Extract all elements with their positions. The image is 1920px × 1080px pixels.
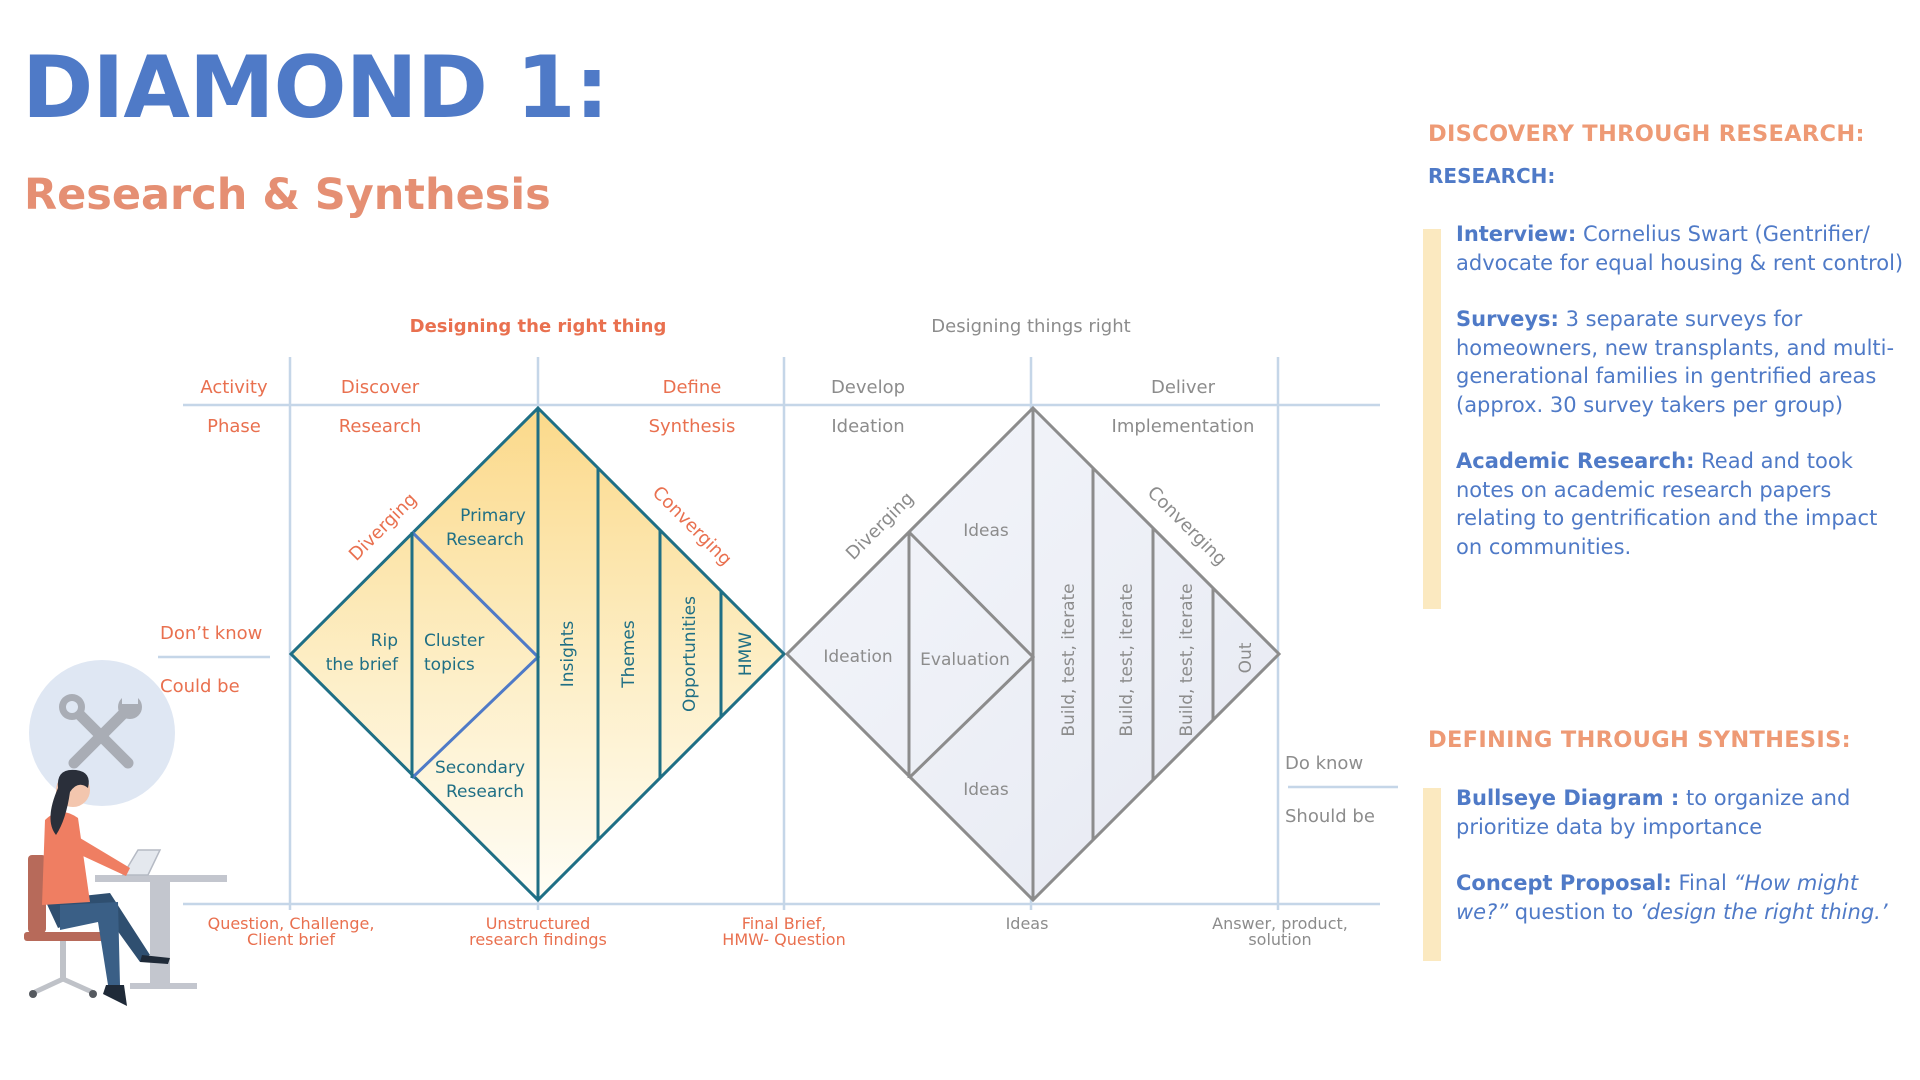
bottom-unstructured-line1: Unstructured — [486, 914, 591, 933]
d1-col-insights: Insights — [558, 621, 578, 688]
bullseye-label: Bullseye Diagram : — [1456, 786, 1680, 810]
academic-text: Read and took notes on academic research… — [1456, 449, 1878, 559]
d2-col-build-3: Build, test, iterate — [1177, 583, 1197, 736]
concept-paragraph: Concept Proposal: Final “How might we?” … — [1456, 869, 1906, 926]
concept-text-2: question to — [1508, 899, 1640, 924]
bottom-ideas: Ideas — [1006, 914, 1049, 933]
bottom-answer-line2: solution — [1248, 930, 1311, 949]
diamond-develop-deliver — [784, 405, 1282, 903]
label-designing-things-right: Designing things right — [931, 316, 1130, 337]
d1-col-hmw: HMW — [736, 632, 756, 676]
phase-synthesis: Synthesis — [649, 416, 736, 437]
d1-cluster-line1: Cluster — [424, 631, 484, 651]
d2-evaluation: Evaluation — [920, 650, 1010, 670]
activity-develop: Develop — [831, 377, 905, 398]
diamond-discover-define — [288, 405, 787, 903]
bullseye-text: to organize and prioritize data by impor… — [1456, 786, 1851, 839]
label-phase: Phase — [207, 416, 261, 437]
d2-col-build-2: Build, test, iterate — [1117, 583, 1137, 736]
double-diamond-diagram: Designing the right thing Designing thin… — [24, 316, 1398, 1006]
interview-paragraph: Interview: Cornelius Swart (Gentrifier/ … — [1456, 220, 1906, 277]
bottom-answer-line1: Answer, product, — [1212, 914, 1348, 933]
phase-ideation: Ideation — [831, 416, 904, 437]
interview-text: Cornelius Swart (Gentrifier/ advocate fo… — [1456, 222, 1904, 275]
d1-cluster-line2: topics — [424, 655, 475, 675]
discovery-accent-bar — [1423, 229, 1441, 609]
label-could-be: Could be — [160, 676, 240, 697]
d2-ideation: Ideation — [823, 647, 892, 667]
label-should-be: Should be — [1285, 806, 1375, 827]
discovery-block: Interview: Cornelius Swart (Gentrifier/ … — [1456, 220, 1906, 589]
activity-deliver: Deliver — [1151, 377, 1216, 398]
activity-discover: Discover — [341, 377, 420, 398]
activity-define: Define — [663, 377, 722, 398]
label-do-know: Do know — [1285, 753, 1363, 774]
d1-col-themes: Themes — [619, 620, 639, 689]
d2-col-build-1: Build, test, iterate — [1059, 583, 1079, 736]
phase-research: Research — [339, 416, 422, 437]
woman-at-desk-illustration — [24, 769, 227, 1006]
d1-col-opportunities: Opportunities — [680, 596, 700, 712]
d2-ideas-top: Ideas — [963, 521, 1009, 541]
d1-primary-research-line1: Primary — [460, 506, 526, 526]
label-activity: Activity — [200, 377, 268, 398]
d1-rip-line1: Rip — [371, 631, 398, 651]
interview-label: Interview: — [1456, 222, 1577, 246]
label-designing-right-thing: Designing the right thing — [410, 316, 667, 337]
bottom-final-brief-line1: Final Brief, — [742, 914, 827, 933]
d1-primary-research-line2: Research — [446, 530, 524, 550]
label-dont-know: Don’t know — [160, 623, 262, 644]
d1-secondary-line2: Research — [446, 782, 524, 802]
bottom-start-line1: Question, Challenge, — [208, 914, 375, 933]
surveys-paragraph: Surveys: 3 separate surveys for homeowne… — [1456, 305, 1906, 419]
research-subheading: RESEARCH: — [1428, 164, 1556, 188]
bottom-start-line2: Client brief — [247, 930, 335, 949]
tools-icon — [29, 660, 175, 806]
d1-secondary-line1: Secondary — [435, 758, 525, 778]
defining-accent-bar — [1423, 788, 1441, 961]
page-subtitle: Research & Synthesis — [24, 170, 551, 220]
d2-ideas-bottom: Ideas — [963, 780, 1009, 800]
concept-label: Concept Proposal: — [1456, 871, 1672, 895]
academic-label: Academic Research: — [1456, 449, 1695, 473]
surveys-text: 3 separate surveys for homeowners, new t… — [1456, 307, 1895, 417]
d2-col-out: Out — [1236, 642, 1256, 673]
discovery-heading: DISCOVERY THROUGH RESEARCH: — [1428, 121, 1865, 147]
bullseye-paragraph: Bullseye Diagram : to organize and prior… — [1456, 784, 1906, 841]
concept-italic-1: “How might we?” — [1456, 871, 1859, 924]
phase-implementation: Implementation — [1112, 416, 1255, 437]
bottom-final-brief-line2: HMW- Question — [722, 930, 845, 949]
surveys-label: Surveys: — [1456, 307, 1559, 331]
concept-text-1: Final — [1671, 871, 1734, 895]
defining-heading: DEFINING THROUGH SYNTHESIS: — [1428, 727, 1851, 753]
bottom-unstructured-line2: research findings — [469, 930, 607, 949]
academic-paragraph: Academic Research: Read and took notes o… — [1456, 447, 1906, 561]
defining-block: Bullseye Diagram : to organize and prior… — [1456, 784, 1906, 954]
d1-rip-line2: the brief — [326, 655, 399, 675]
page-title: DIAMOND 1: — [22, 38, 609, 138]
concept-italic-2: ‘design the right thing.’ — [1639, 899, 1888, 924]
